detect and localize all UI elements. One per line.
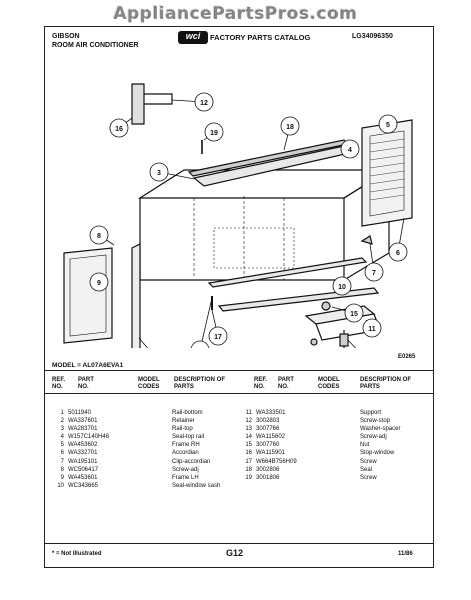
header-ref-no: REF. NO. xyxy=(52,377,66,390)
callout-5 xyxy=(378,114,398,134)
drawing-code: E0265 xyxy=(398,354,416,360)
callout-6 xyxy=(388,242,408,262)
callout-label-17: 17 xyxy=(214,334,222,341)
logo-text: wci xyxy=(185,31,201,41)
callout-label-19: 19 xyxy=(210,130,218,137)
callout-label-16: 16 xyxy=(115,126,123,133)
callout-label-12: 12 xyxy=(200,100,208,107)
footer-date: 11/86 xyxy=(398,551,413,557)
divider xyxy=(44,543,434,544)
callout-label-11: 11 xyxy=(368,326,376,333)
callout-10 xyxy=(332,276,352,296)
frame-lh xyxy=(63,247,113,344)
callout-15 xyxy=(344,303,364,323)
model-line: MODEL = AL07A6EVA1 xyxy=(52,362,124,369)
header-left: GIBSON ROOM AIR CONDITIONER xyxy=(52,32,138,50)
callout-label-3: 3 xyxy=(157,170,161,177)
page-number: G12 xyxy=(226,548,244,558)
frame-rh xyxy=(361,119,413,227)
callout-19 xyxy=(204,122,224,142)
callout-label-5: 5 xyxy=(386,122,390,129)
header-part-no: PART NO. xyxy=(78,377,94,390)
header-description: DESCRIPTION OF PARTS xyxy=(174,377,226,390)
callout-label-4: 4 xyxy=(348,147,352,154)
callout-12 xyxy=(194,92,214,112)
callout-8 xyxy=(89,225,109,245)
support xyxy=(304,305,376,325)
callout-label-18: 18 xyxy=(286,124,294,131)
header-ref-no: REF. NO. xyxy=(254,377,268,390)
footer-note: * = Not Illustrated xyxy=(52,551,102,557)
divider xyxy=(44,393,434,394)
callout-4 xyxy=(340,139,360,159)
callout-label-7: 7 xyxy=(372,270,376,277)
callout-label-9: 9 xyxy=(97,280,101,287)
callout-3 xyxy=(149,162,169,182)
catalog-number: LG34096350 xyxy=(352,33,393,40)
retainer xyxy=(131,243,141,348)
exploded-view-diagram: 1 2 3 4 5 6 7 8 9 10 11 12 13 14 15 16 1… xyxy=(63,83,413,348)
callout-7 xyxy=(364,262,384,282)
callout-9 xyxy=(89,272,109,292)
rail-bottom xyxy=(207,257,368,288)
header-model-codes: MODEL CODES xyxy=(318,377,340,390)
header-model-codes: MODEL CODES xyxy=(138,377,160,390)
brand-name: GIBSON xyxy=(52,33,80,40)
callout-label-10: 10 xyxy=(338,284,346,291)
callout-label-15: 15 xyxy=(350,311,358,318)
callout-1 xyxy=(190,340,210,348)
page-frame xyxy=(44,26,434,568)
header-description: DESCRIPTION OF PARTS xyxy=(360,377,412,390)
callout-11 xyxy=(362,318,382,338)
product-name: ROOM AIR CONDITIONER xyxy=(52,42,139,49)
wci-logo-icon xyxy=(178,31,208,44)
stop-window xyxy=(131,83,145,125)
callout-17 xyxy=(208,326,228,346)
callout-label-8: 8 xyxy=(97,233,101,240)
callout-16 xyxy=(109,118,129,138)
watermark: AppliancePartsPros.com xyxy=(113,4,358,24)
clip-accordian xyxy=(360,235,373,245)
header-part-no: PART NO. xyxy=(278,377,294,390)
callout-18 xyxy=(280,116,300,136)
catalog-title: FACTORY PARTS CATALOG xyxy=(210,33,311,42)
callout-label-6: 6 xyxy=(396,250,400,257)
divider xyxy=(44,370,434,371)
